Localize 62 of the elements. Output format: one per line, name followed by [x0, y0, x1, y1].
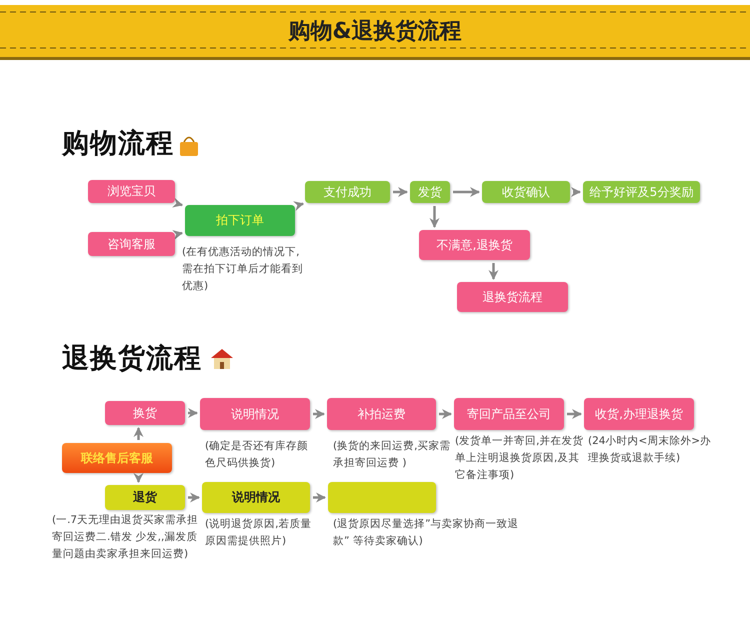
- arrow: [313, 409, 325, 419]
- arrow: [188, 492, 200, 502]
- process-box: [419, 230, 530, 260]
- box-label: 收货确认: [502, 184, 550, 200]
- process-box: [584, 398, 694, 430]
- box-label: 寄回产品至公司: [467, 406, 551, 422]
- note-text: (在有优惠活动的情况下,需在拍下订单后才能看到优惠): [182, 245, 304, 294]
- process-box: [482, 181, 570, 203]
- box-label: 说明情况: [232, 489, 280, 506]
- arrow: [313, 492, 326, 502]
- box-label: 浏览宝贝: [108, 183, 156, 200]
- box-label: 联络售后客服: [81, 450, 153, 466]
- arrow: [488, 263, 498, 280]
- box-label: 退货: [133, 489, 157, 506]
- process-box: [327, 398, 436, 430]
- box-label: 收货,办理退换货: [595, 406, 683, 422]
- note-text: (发货单一并寄回,并在发货单上注明退换货原因,及其它备注事项): [455, 434, 584, 483]
- arrow: [430, 206, 440, 228]
- arrow: [439, 409, 452, 419]
- title: 购物&退换货流程: [288, 18, 462, 46]
- process-box: [105, 485, 185, 510]
- process-box: [410, 181, 450, 203]
- arrow: [293, 201, 304, 211]
- box-label: 不满意,退换货: [436, 236, 512, 254]
- note-text: (说明退货原因,若质量原因需提供照片): [205, 517, 312, 549]
- arrow: [172, 198, 184, 208]
- process-box: [185, 205, 295, 236]
- arrow: [188, 408, 198, 418]
- arrow: [134, 473, 144, 483]
- note-text: (换货的来回运费,买家需承担寄回运费 ): [333, 439, 452, 471]
- arrow: [571, 187, 581, 197]
- note-text: (退货原因尽量选择”与卖家协商一致退款” 等待卖家确认): [333, 517, 520, 549]
- process-box: [62, 443, 172, 473]
- section-heading: 购物流程: [62, 127, 174, 161]
- box-label: 退换货流程: [482, 288, 542, 306]
- note-text: (24小时内<周末除外>办理换货或退款手续): [588, 434, 712, 466]
- process-box: [457, 282, 568, 312]
- arrow: [134, 427, 144, 440]
- process-box: [88, 232, 175, 256]
- arrow: [393, 187, 408, 197]
- process-box: [202, 482, 310, 513]
- box-label: 支付成功: [324, 184, 372, 200]
- box-label: 给予好评及5分奖励: [590, 184, 694, 200]
- box-label: 补拍运费: [358, 406, 406, 422]
- note-text: (确定是否还有库存颜色尺码供换货): [205, 439, 310, 471]
- box-label: 换货: [133, 404, 157, 422]
- arrow: [453, 187, 480, 197]
- section-heading: 退换货流程: [62, 342, 202, 376]
- arrow: [567, 409, 582, 419]
- box-label: 说明情况: [231, 406, 279, 422]
- arrow: [172, 230, 184, 240]
- process-box: [105, 401, 185, 425]
- box-label: 发货: [418, 184, 442, 200]
- process-box: [583, 181, 700, 203]
- box-label: 拍下订单: [216, 212, 264, 229]
- process-box: [200, 398, 310, 430]
- process-box: [305, 181, 390, 203]
- empty-box: [328, 482, 436, 513]
- process-box: [454, 398, 564, 430]
- process-box: [88, 180, 175, 203]
- box-label: 咨询客服: [108, 236, 156, 252]
- note-text: (一.7天无理由退货买家需承担寄回运费二.错发 少发,,漏发质量问题由卖家承担来回运费): [52, 513, 200, 562]
